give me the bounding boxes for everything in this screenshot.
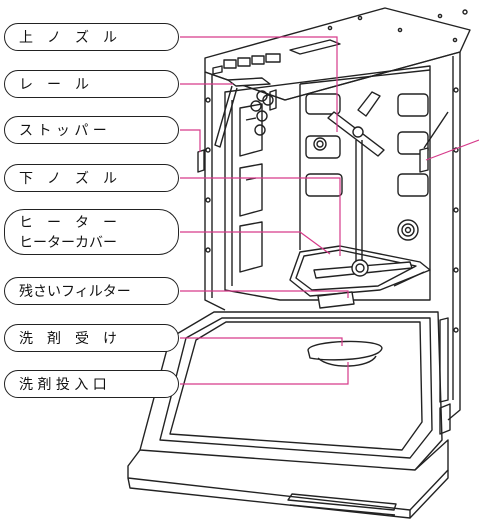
label-heater-group: ヒ ー タ ー ヒーターカバー [4,209,179,255]
label-upper-nozzle: 上 ノ ズ ル [4,23,179,51]
label-detergent-inlet: 洗 剤 投 入 口 [4,370,179,398]
label-lower-nozzle: 下 ノ ズ ル [4,164,179,192]
label-rail: レ ー ル [4,70,179,98]
label-stopper: ス ト ッ パ ー [4,116,179,144]
label-residue-filter: 残さいフィルター [4,277,179,305]
leader-lines [180,36,479,385]
label-detergent-receiver: 洗 剤 受 け [4,324,179,352]
label-heater: ヒ ー タ ー [19,215,117,231]
label-heater-cover: ヒーターカバー [19,235,117,251]
